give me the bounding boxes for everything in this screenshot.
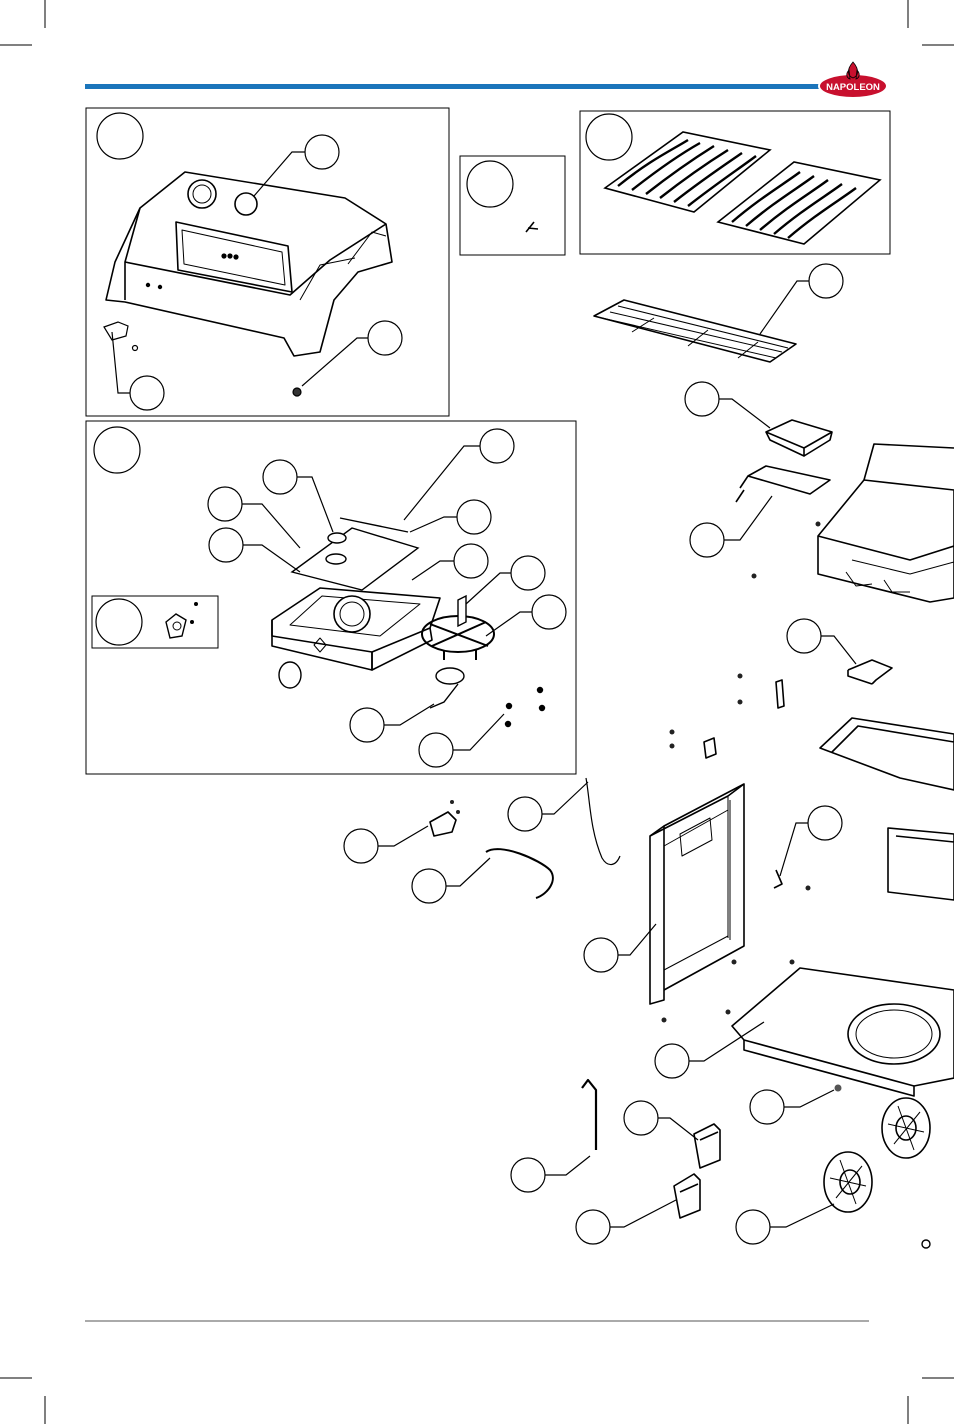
callout-circle [807,805,843,841]
valve-bracket [429,811,457,837]
cooking-grid-right [716,161,882,245]
warming-rack [593,299,797,363]
heat-deflector [847,659,893,685]
napoleon-flame-logo-icon [846,61,860,80]
callout-circle [623,1100,659,1136]
callout-circle [689,522,725,558]
lid-callouts [96,112,403,411]
callout-circle [583,937,619,973]
napoleon-logo: NAPOLEON [818,61,888,99]
callout-circle [786,618,822,654]
grease-tray-holder [735,465,831,503]
callout-circle [654,1043,690,1079]
tank-hook [581,1078,598,1150]
burner-lid-plate [290,517,420,591]
callout-circle [479,428,515,464]
side-burner-box [271,587,441,671]
side-burner-panel [85,420,577,775]
base-bracket-upper [693,1123,721,1169]
small-bracket [703,737,717,759]
rear-panel [887,827,954,901]
callout-circle [208,527,244,563]
callout-circle [735,1209,771,1245]
wheel-rear [881,1097,931,1159]
grease-tray [765,419,833,457]
callout-circle [95,598,143,646]
callout-circle [531,594,567,630]
drip-tray [819,717,954,791]
callout-circle [349,707,385,743]
callout-circle [304,134,340,170]
callout-circle [466,160,514,208]
lid-panel [85,107,450,417]
wheel-front [823,1151,873,1213]
callout-circle [453,543,489,579]
cooking-grids-panel [579,110,891,255]
callout-circle [585,113,633,161]
callout-circle [510,555,546,591]
callout-circle [129,375,165,411]
callout-circle [418,732,454,768]
logo-text: NAPOLEON [826,82,880,93]
small-bracket [775,679,785,709]
cooking-grid-left [603,131,772,213]
grill-cart-exploded [429,299,954,1219]
callout-circle [749,1089,785,1125]
side-burner-callouts [207,428,567,768]
callout-circle [93,426,141,474]
fastener-panel [459,155,566,256]
callout-circle [507,796,543,832]
burner-valve [278,594,546,728]
callout-circle [456,499,492,535]
fuel-hose [485,848,554,899]
lid-hinge-bracket [103,321,302,397]
callout-circle [808,263,844,299]
callout-circle [411,868,447,904]
base-bracket-lower [673,1173,701,1219]
ignition-wire [585,777,621,866]
header-rule [85,84,825,89]
bottom-shelf [731,967,954,1097]
grill-firebox [817,443,954,603]
lid-drawing [105,171,393,357]
callout-circle [262,459,298,495]
side-panel-frame [649,783,745,1005]
callout-circle [510,1157,546,1193]
cart-callouts [343,263,857,1245]
callout-circle [207,486,243,522]
small-bracket [773,869,783,889]
fasteners [450,521,931,1249]
callout-circle [96,112,144,160]
callout-circle [684,381,720,417]
callout-circle [367,320,403,356]
callout-circle [575,1209,611,1245]
callout-circle [343,828,379,864]
knob-detail-inset [91,595,219,649]
